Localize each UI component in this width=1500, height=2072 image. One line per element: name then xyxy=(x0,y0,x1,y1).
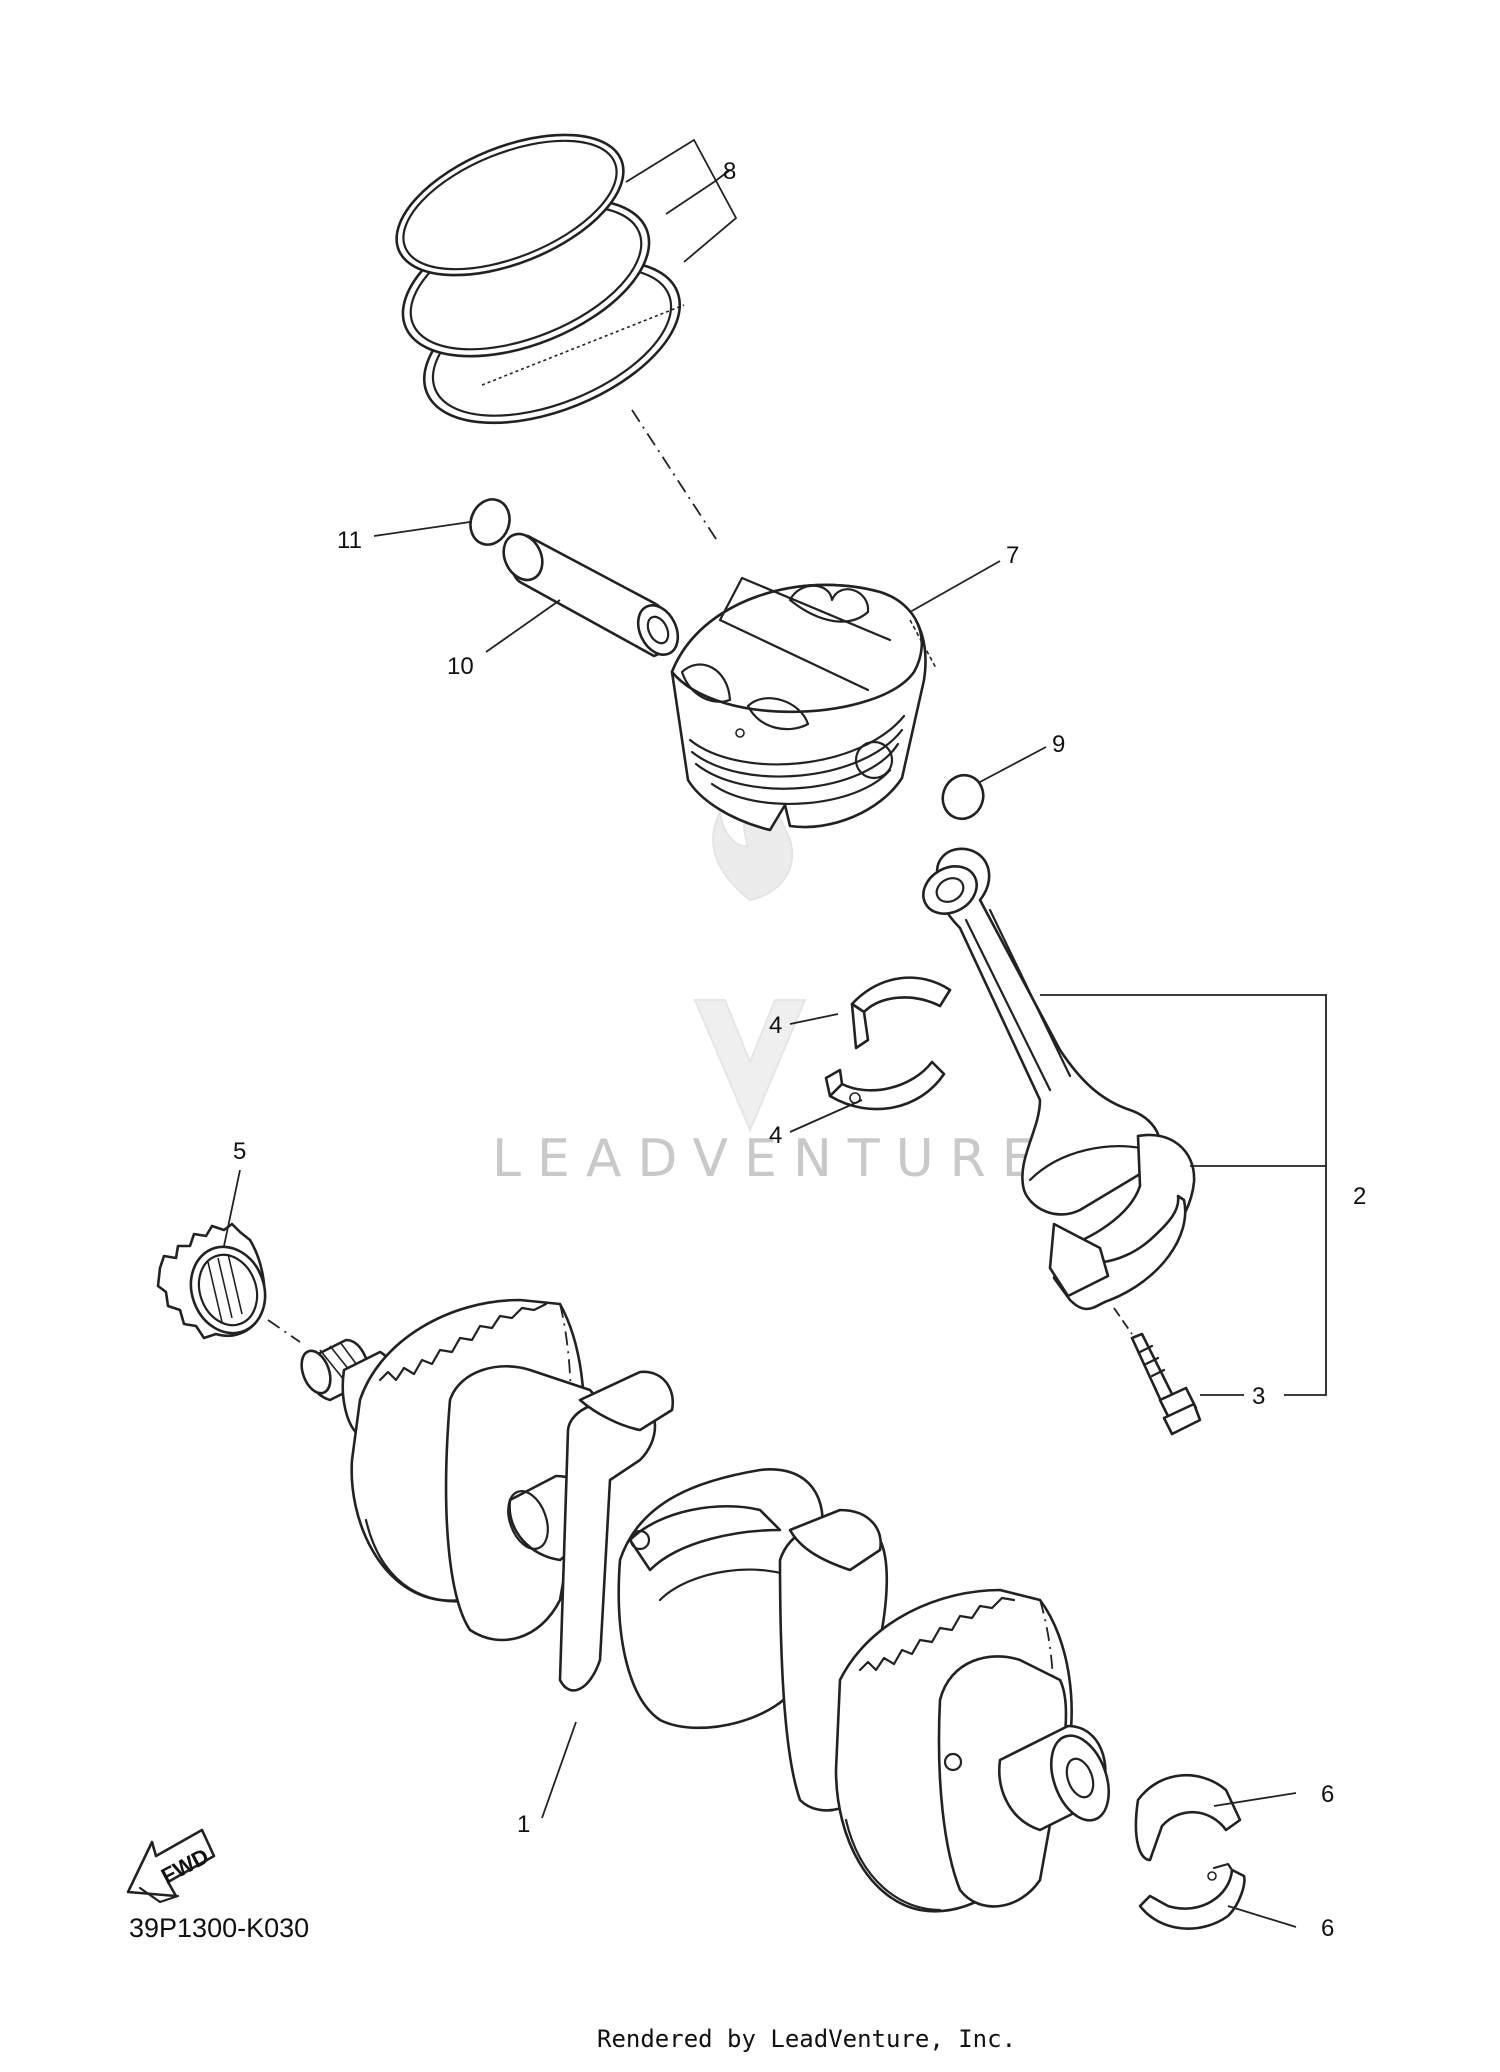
forward-arrow-icon: FWD xyxy=(126,1828,216,1904)
piston-rings[interactable] xyxy=(377,106,703,455)
gear-centerline xyxy=(267,1319,301,1343)
main-bearing-lower[interactable] xyxy=(1138,1862,1246,1930)
callout-6b: 6 xyxy=(1321,1915,1334,1942)
big-end-bearing-upper[interactable] xyxy=(850,976,952,1050)
crankshaft[interactable] xyxy=(296,1298,1119,1913)
callout-1: 1 xyxy=(517,1811,530,1838)
callout-3: 3 xyxy=(1252,1383,1265,1410)
callout-4b: 4 xyxy=(769,1122,782,1149)
bracket-2 xyxy=(1040,994,1327,1396)
piston-pin[interactable] xyxy=(496,528,685,662)
watermark-logo xyxy=(693,769,807,1133)
connecting-rod-cap[interactable] xyxy=(1048,1194,1187,1311)
callout-4a: 4 xyxy=(769,1012,782,1039)
diagram-code: 39P1300-K030 xyxy=(129,1913,309,1943)
primary-drive-gear[interactable] xyxy=(156,1222,277,1344)
callout-8: 8 xyxy=(723,158,736,185)
circlip-11[interactable] xyxy=(464,494,515,550)
callout-6a: 6 xyxy=(1321,1781,1334,1808)
callout-2: 2 xyxy=(1353,1183,1366,1210)
assembly-centerline xyxy=(631,409,719,543)
render-credit: Rendered by LeadVenture, Inc. xyxy=(597,2025,1016,2053)
main-bearing-upper[interactable] xyxy=(1134,1773,1242,1862)
rod-bolt[interactable] xyxy=(1113,1307,1202,1436)
callout-11: 11 xyxy=(337,527,362,554)
watermark-text: LEADVENTURE xyxy=(492,1129,1051,1189)
piston[interactable] xyxy=(670,576,937,832)
connecting-rod[interactable] xyxy=(915,847,1196,1284)
leader-lines xyxy=(223,169,1297,1928)
callout-5: 5 xyxy=(233,1138,246,1165)
big-end-bearing-lower[interactable] xyxy=(824,1060,946,1111)
callout-10: 10 xyxy=(447,653,474,680)
circlip-9[interactable] xyxy=(937,769,990,824)
callout-9: 9 xyxy=(1052,731,1065,758)
bracket-8 xyxy=(625,138,738,263)
callout-7: 7 xyxy=(1006,542,1019,569)
